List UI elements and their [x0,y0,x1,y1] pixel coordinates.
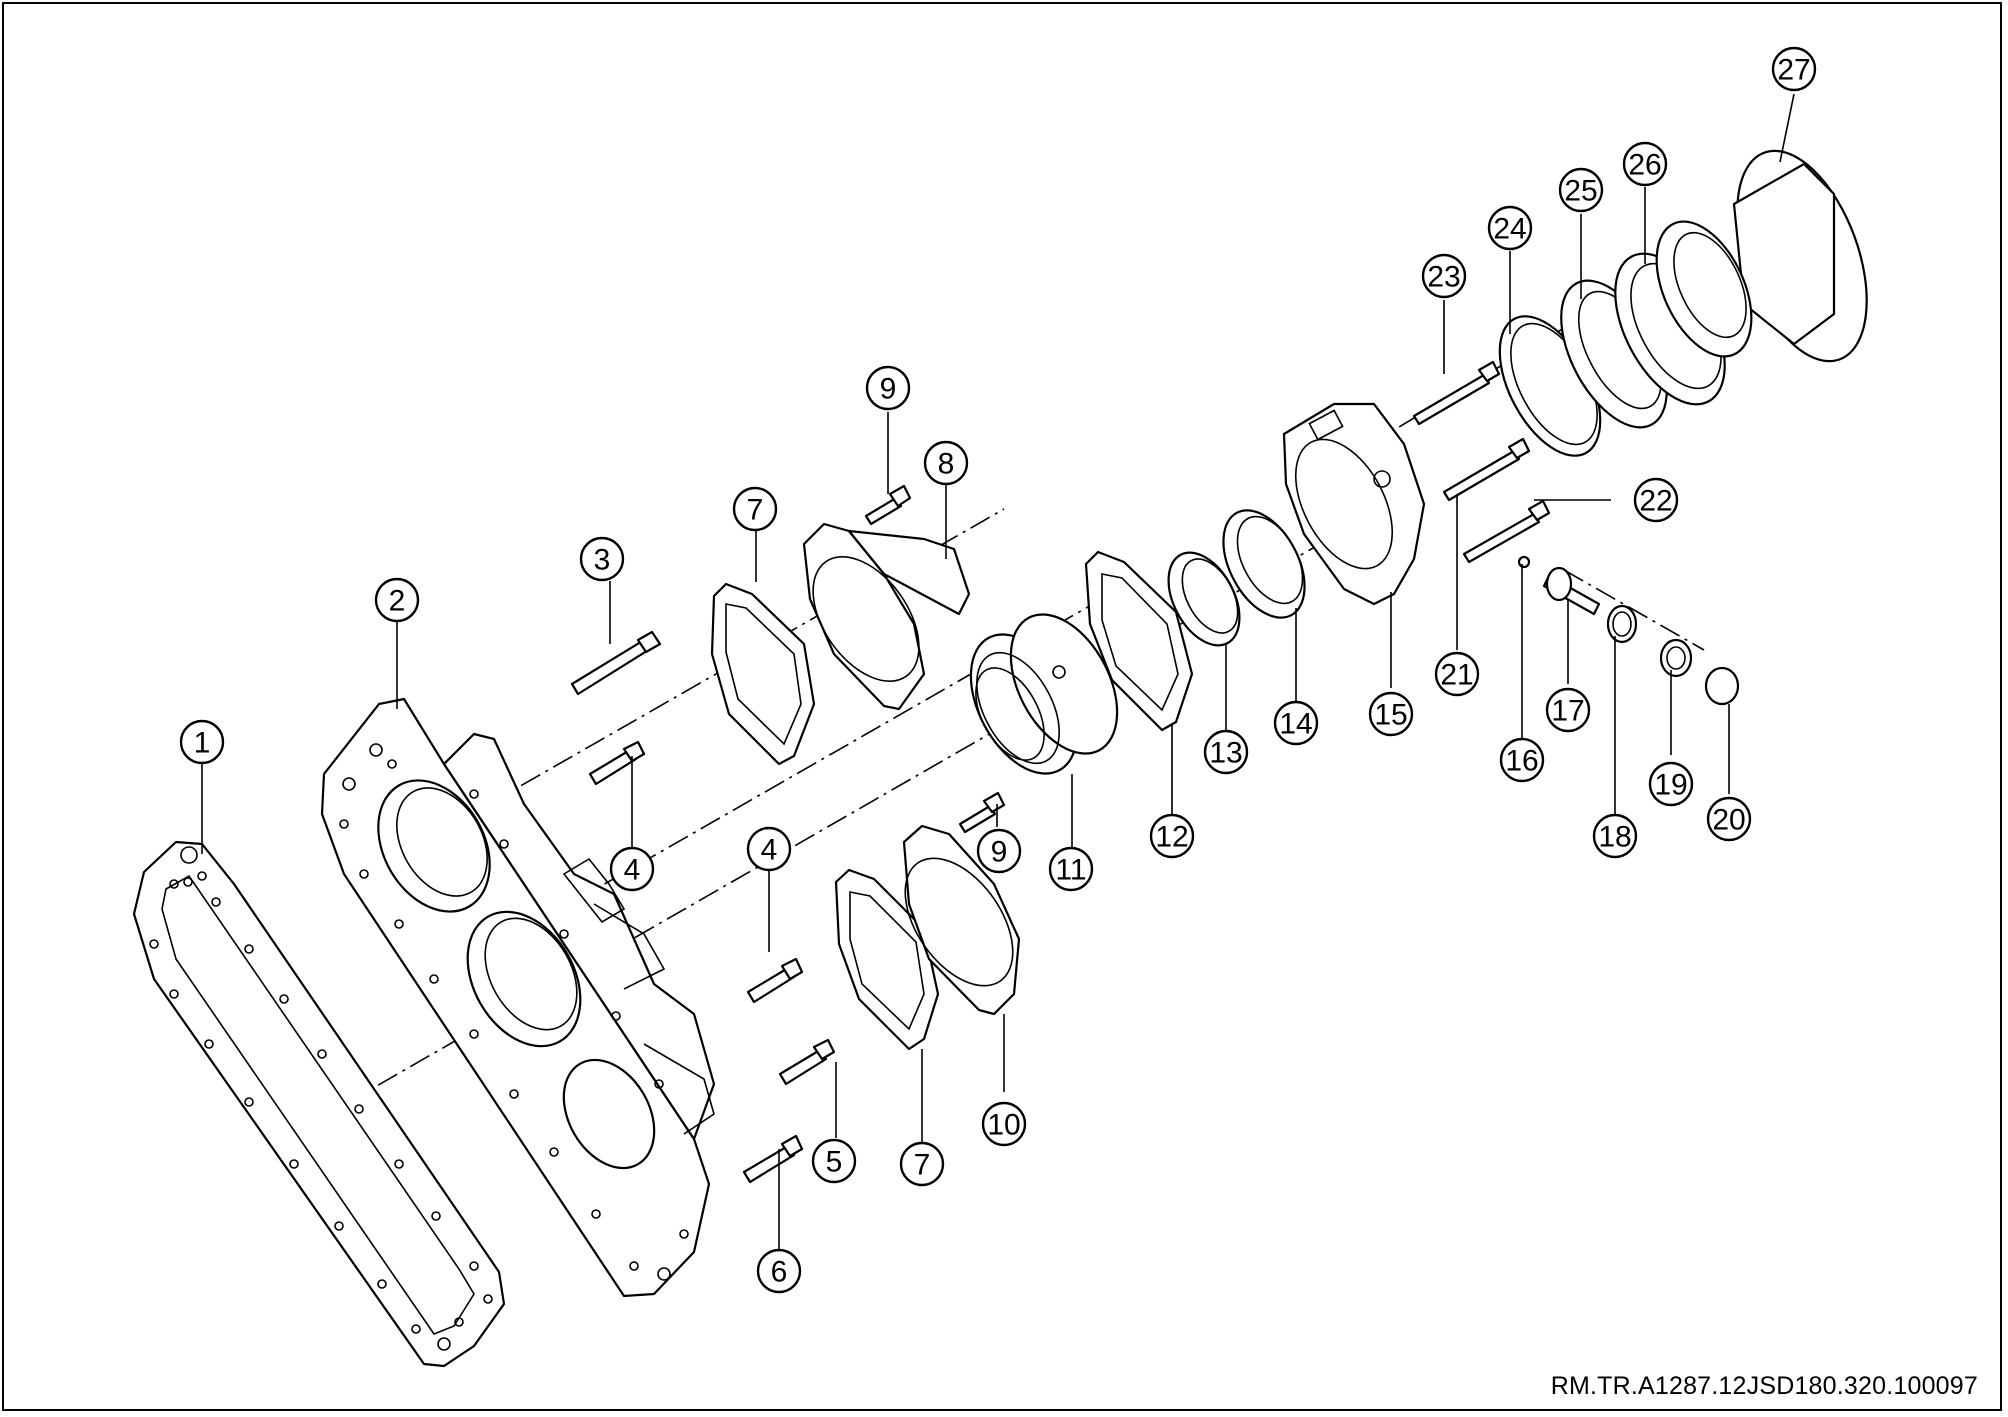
callout-23: 23 [1421,253,1467,299]
bolts-21-23 [1412,360,1551,564]
callout-18: 18 [1592,813,1638,859]
housing-cover [320,697,716,1298]
svg-text:24: 24 [1493,213,1526,246]
svg-text:26: 26 [1628,149,1661,182]
callout-7-upper: 7 [732,486,778,532]
bolts-left [570,630,836,1184]
output-flange [1655,149,1868,363]
gasket-upper [710,582,816,766]
svg-text:19: 19 [1654,769,1687,802]
callout-25: 25 [1558,167,1604,213]
svg-text:23: 23 [1427,261,1460,294]
callout-4-upper: 4 [609,846,655,892]
svg-text:8: 8 [938,448,955,481]
callout-4-lower: 4 [746,826,792,872]
svg-text:13: 13 [1209,737,1242,770]
svg-text:20: 20 [1712,804,1745,837]
svg-text:12: 12 [1155,821,1188,854]
svg-text:16: 16 [1505,745,1538,778]
svg-text:27: 27 [1777,54,1810,87]
callout-19: 19 [1648,761,1694,807]
document-reference: RM.TR.A1287.12JSD180.320.100097 [1550,1372,1978,1400]
callout-14: 14 [1273,700,1319,746]
callout-21: 21 [1434,651,1480,697]
callout-12: 12 [1149,813,1195,859]
bearing-assembly [969,613,1119,775]
svg-text:17: 17 [1551,695,1584,728]
svg-text:7: 7 [747,494,764,527]
callout-1: 1 [179,719,225,765]
svg-text:22: 22 [1639,485,1672,518]
callout-7-lower: 7 [899,1141,945,1187]
callout-8: 8 [923,440,969,486]
svg-text:2: 2 [389,585,406,618]
callout-24: 24 [1487,205,1533,251]
svg-text:11: 11 [1055,854,1086,887]
callout-26: 26 [1622,141,1668,187]
svg-text:5: 5 [826,1146,843,1179]
svg-text:25: 25 [1564,175,1597,208]
leader-lines [201,93,1795,1249]
gasket-lower [834,868,940,1051]
callout-3: 3 [579,536,625,582]
flange-housing-lower [902,824,1021,1016]
svg-text:7: 7 [914,1149,931,1182]
svg-text:21: 21 [1440,659,1473,692]
svg-text:9: 9 [991,836,1008,869]
svg-text:10: 10 [987,1109,1020,1142]
callout-2: 2 [374,577,420,623]
svg-text:3: 3 [594,544,611,577]
svg-text:1: 1 [194,727,211,760]
flange-housing-upper [802,522,971,711]
small-parts [1517,555,1740,706]
housing-fifteen [1282,402,1426,606]
svg-text:14: 14 [1279,708,1312,741]
callout-15: 15 [1368,691,1414,737]
bolts-nine [864,484,1006,834]
svg-text:4: 4 [761,834,778,867]
callout-13: 13 [1203,729,1249,775]
svg-text:6: 6 [771,1256,788,1289]
svg-text:18: 18 [1598,821,1631,854]
callout-9-upper: 9 [865,365,911,411]
callout-10: 10 [981,1101,1027,1147]
callout-6: 6 [756,1248,802,1294]
callout-17: 17 [1545,687,1591,733]
rings-13-14 [1167,509,1306,647]
callout-27: 27 [1771,46,1817,92]
callouts: 1 2 3 4 4 5 6 7 7 8 9 9 10 11 12 13 14 1… [179,46,1817,1294]
callout-20: 20 [1706,796,1752,842]
callout-9-lower: 9 [976,828,1022,874]
svg-text:15: 15 [1374,699,1407,732]
callout-11: 11 [1048,846,1094,892]
exploded-view-diagram: 1 2 3 4 4 5 6 7 7 8 9 9 10 11 12 13 14 1… [132,46,1868,1368]
gasket [132,840,506,1368]
svg-text:9: 9 [880,373,897,406]
gasket-twelve [1084,550,1194,732]
svg-text:4: 4 [624,854,641,887]
callout-5: 5 [811,1138,857,1184]
callout-22: 22 [1633,477,1679,523]
callout-16: 16 [1499,737,1545,783]
